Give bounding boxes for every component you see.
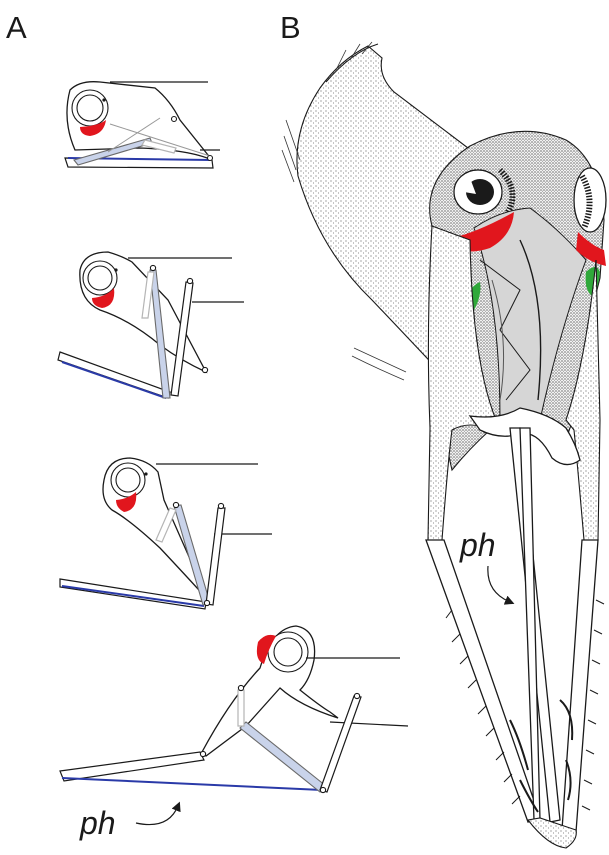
- panel-label-a: A: [6, 10, 27, 45]
- schematic-stage-3: [60, 458, 272, 609]
- curved-arrow-icon: [136, 806, 178, 825]
- curved-arrow-icon: [488, 566, 510, 602]
- ph-label-illustration: ph: [459, 527, 496, 563]
- schematic-stage-2: [58, 252, 244, 398]
- schematic-stage-4: [60, 626, 408, 793]
- ph-label-diagram: ph: [79, 805, 116, 841]
- panel-label-b: B: [280, 10, 301, 45]
- schematic-stage-1: [65, 82, 220, 168]
- panel-b-illustration: ph: [282, 42, 606, 848]
